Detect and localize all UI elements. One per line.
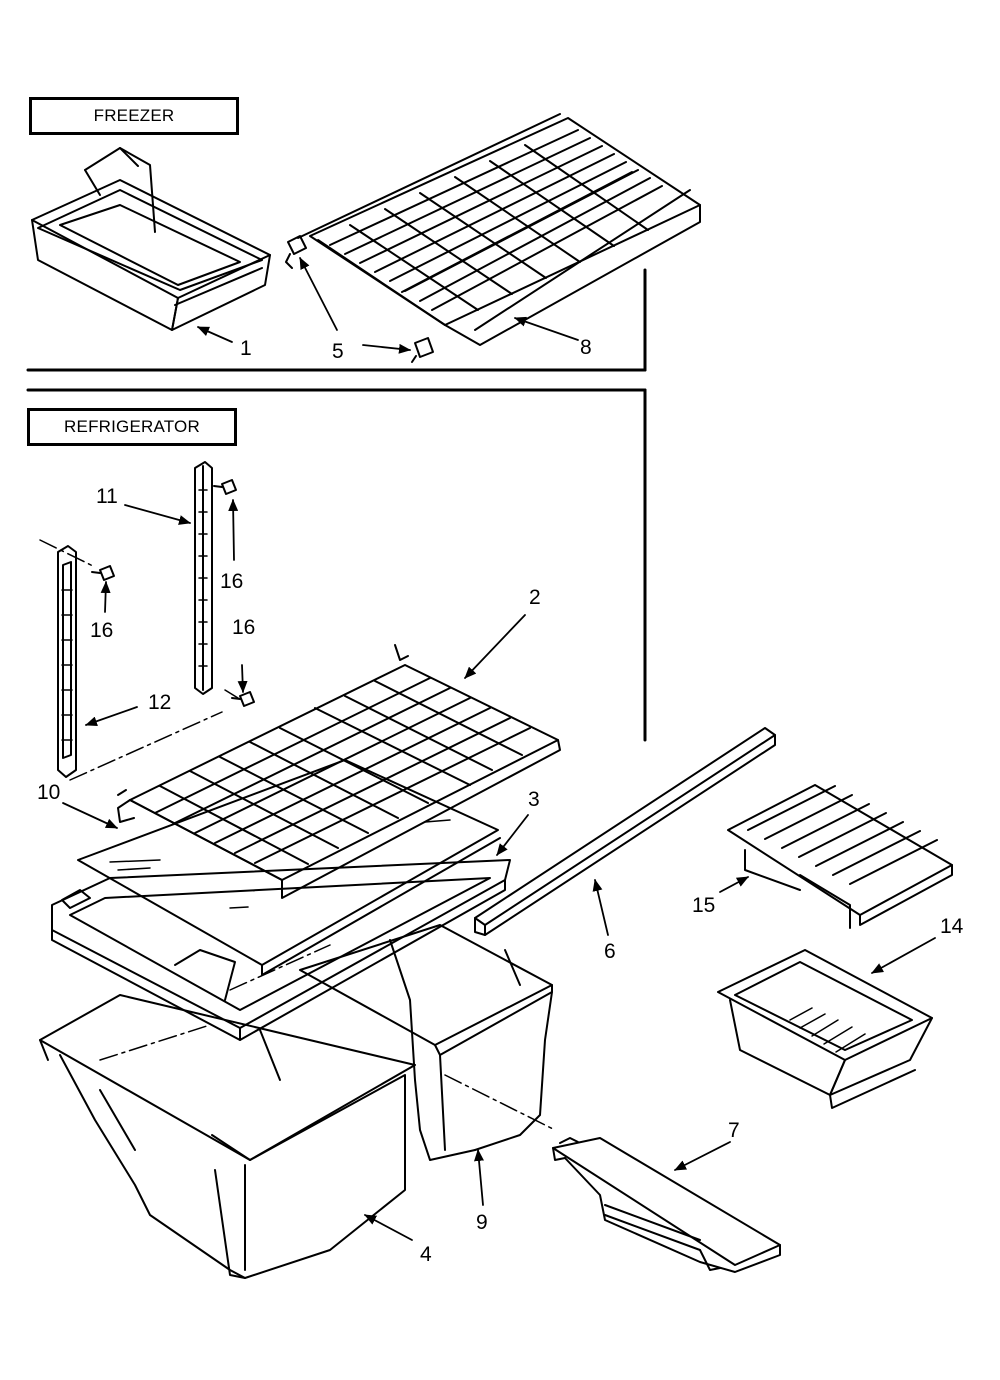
callout-8: 8 xyxy=(580,336,592,359)
glass-shelf xyxy=(77,759,501,976)
callout-6: 6 xyxy=(604,940,616,963)
utility-pan xyxy=(717,949,933,1109)
callout-10: 10 xyxy=(37,781,61,804)
freezer-bin xyxy=(31,147,271,331)
screws-16 xyxy=(91,479,255,707)
callout-16-top: 16 xyxy=(220,570,244,593)
crisper-drawer-right xyxy=(299,924,553,1161)
alignment-lines xyxy=(39,539,556,1131)
callout-2: 2 xyxy=(529,586,541,609)
callout-12: 12 xyxy=(148,691,172,714)
callout-16-bottom: 16 xyxy=(232,616,256,639)
leader-arrows xyxy=(62,257,936,1241)
callout-1: 1 xyxy=(240,337,252,360)
freezer-section-border xyxy=(26,268,647,372)
callout-15: 15 xyxy=(692,894,716,917)
refrigerator-section-label: REFRIGERATOR xyxy=(27,408,237,446)
shelf-support-studs xyxy=(285,235,434,363)
trim-strip xyxy=(474,727,776,936)
callout-5: 5 xyxy=(332,340,344,363)
crisper-drawer-left xyxy=(39,994,416,1279)
callout-7: 7 xyxy=(728,1119,740,1142)
callout-11: 11 xyxy=(96,485,118,508)
callout-3: 3 xyxy=(528,788,540,811)
callout-9: 9 xyxy=(476,1211,488,1234)
callout-14: 14 xyxy=(940,915,964,938)
crisper-support xyxy=(552,1137,781,1273)
refrigerator-section-border xyxy=(26,388,647,742)
freezer-wire-shelf xyxy=(297,113,701,346)
crisper-cover-frame xyxy=(51,859,511,1041)
pan-cover xyxy=(727,784,953,929)
freezer-section-label: FREEZER xyxy=(29,97,239,135)
shelf-ladder-11 xyxy=(194,461,213,695)
callout-4: 4 xyxy=(420,1243,432,1266)
refrigerator-wire-shelf xyxy=(117,644,561,899)
shelf-ladder-10 xyxy=(57,545,77,778)
callout-16-left: 16 xyxy=(90,619,114,642)
